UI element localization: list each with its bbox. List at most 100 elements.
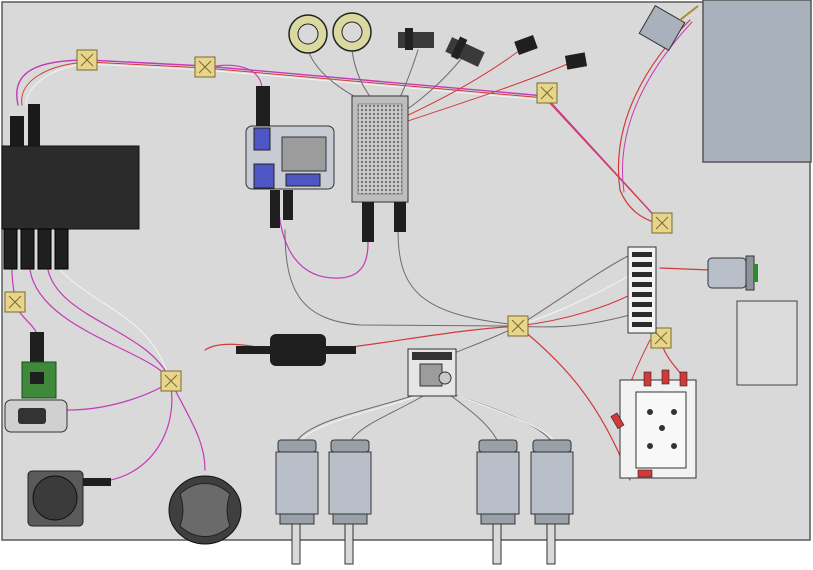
motor-shaft — [344, 523, 354, 565]
wire-center-relay — [517, 325, 631, 481]
relay-lug — [637, 469, 653, 478]
terminal-slot — [632, 272, 652, 277]
plug-connector — [564, 52, 588, 70]
relay-lugs — [610, 369, 688, 478]
relay-lug — [679, 371, 688, 387]
clip-tie — [540, 86, 554, 100]
bracket-tab — [450, 36, 468, 60]
motor-driver-board — [407, 348, 457, 397]
proto-cable-head — [362, 202, 374, 242]
enclosure-box — [702, 0, 812, 163]
motor-body — [328, 451, 372, 515]
relay-lug — [610, 412, 625, 429]
wire-plug-1 — [401, 49, 521, 119]
cable-clip — [536, 82, 558, 104]
wire-hub-center — [59, 269, 171, 381]
green-sensor-board — [21, 332, 57, 399]
motor-gearbox — [480, 513, 516, 525]
round-joystick-puck — [168, 475, 242, 545]
hub-body — [1, 145, 140, 230]
cable-clip — [160, 370, 182, 392]
adapter-body — [270, 334, 326, 366]
sensor-bracket — [398, 28, 434, 50]
relay-base — [610, 369, 697, 479]
antenna-lead — [679, 5, 699, 21]
proto-cable-head — [394, 202, 406, 232]
motor-cap — [532, 439, 572, 453]
wire-top-run — [16, 59, 661, 223]
relay-lug — [643, 371, 652, 387]
wire-driver-m3 — [449, 394, 499, 443]
plug-connector — [514, 35, 538, 55]
driver-chip — [419, 363, 443, 387]
motor-gearbox — [534, 513, 570, 525]
computer-port — [253, 127, 271, 151]
motor-body — [275, 451, 319, 515]
adapter-lead — [236, 346, 270, 354]
terminal-slot — [632, 292, 652, 297]
usb-connector — [3, 228, 18, 270]
bracket-body — [445, 37, 485, 67]
cable-clips — [4, 49, 673, 392]
usb-connectors — [3, 228, 69, 270]
motor-body — [530, 451, 574, 515]
barrel-body — [707, 257, 747, 289]
clip-tie — [654, 331, 668, 345]
puck-top — [179, 483, 231, 537]
cylinder-window — [18, 408, 46, 424]
adapter-lead — [326, 346, 356, 354]
computer-connector — [285, 173, 321, 187]
gear-motor — [328, 439, 372, 565]
terminal-slot — [632, 322, 652, 327]
speaker-cone — [32, 475, 78, 521]
proto-grid — [357, 103, 403, 195]
cable-clip — [76, 49, 98, 71]
perforated-proto-board — [351, 95, 409, 242]
terminal-slot — [632, 262, 652, 267]
relay-lug — [661, 369, 670, 385]
gear-motor — [275, 439, 319, 565]
hub-module — [1, 104, 140, 270]
usb-connector — [54, 228, 69, 270]
cable-clip — [507, 315, 529, 337]
wire-plug-2 — [404, 61, 573, 123]
motor-shaft — [492, 523, 502, 565]
terminal-slot — [632, 312, 652, 317]
clip-tie — [80, 53, 94, 67]
panel-mount-box — [736, 300, 798, 386]
clip-tie — [164, 374, 178, 388]
wire-antenna-run-2 — [622, 21, 693, 193]
cable-clip — [194, 56, 216, 78]
terminal-slots — [632, 252, 652, 327]
square-speaker — [27, 470, 111, 527]
sensor-pcb — [21, 361, 57, 399]
wire-center-terminal-3 — [517, 294, 631, 327]
speaker-lead — [83, 478, 111, 486]
power-adapter-brick — [236, 334, 356, 366]
computer-port — [253, 163, 275, 189]
cable-clip — [651, 212, 673, 234]
plug-body — [564, 52, 588, 70]
wire-driver-m1 — [295, 394, 416, 443]
wire-computer-down — [277, 199, 369, 279]
wire-computer-down-2 — [284, 229, 519, 327]
barrel-led — [754, 264, 758, 282]
wire-driver-m4-w — [457, 395, 557, 443]
antenna-box — [638, 4, 686, 52]
wire-hub-joystick — [47, 269, 206, 471]
gear-motor — [476, 439, 520, 565]
gear-motors — [275, 439, 574, 565]
barrel-cap — [745, 255, 755, 291]
wire-center-terminal-2 — [517, 274, 631, 327]
computer-cable-head — [270, 190, 280, 228]
relay-terminal — [647, 409, 653, 415]
motor-cap — [478, 439, 518, 453]
relay-terminal — [671, 409, 677, 415]
clip-tie — [511, 319, 525, 333]
hub-top-connector — [10, 116, 24, 146]
terminal-block — [627, 246, 657, 334]
terminal-rail — [627, 246, 657, 334]
relay-terminal — [659, 425, 665, 431]
led-ring — [332, 12, 372, 52]
